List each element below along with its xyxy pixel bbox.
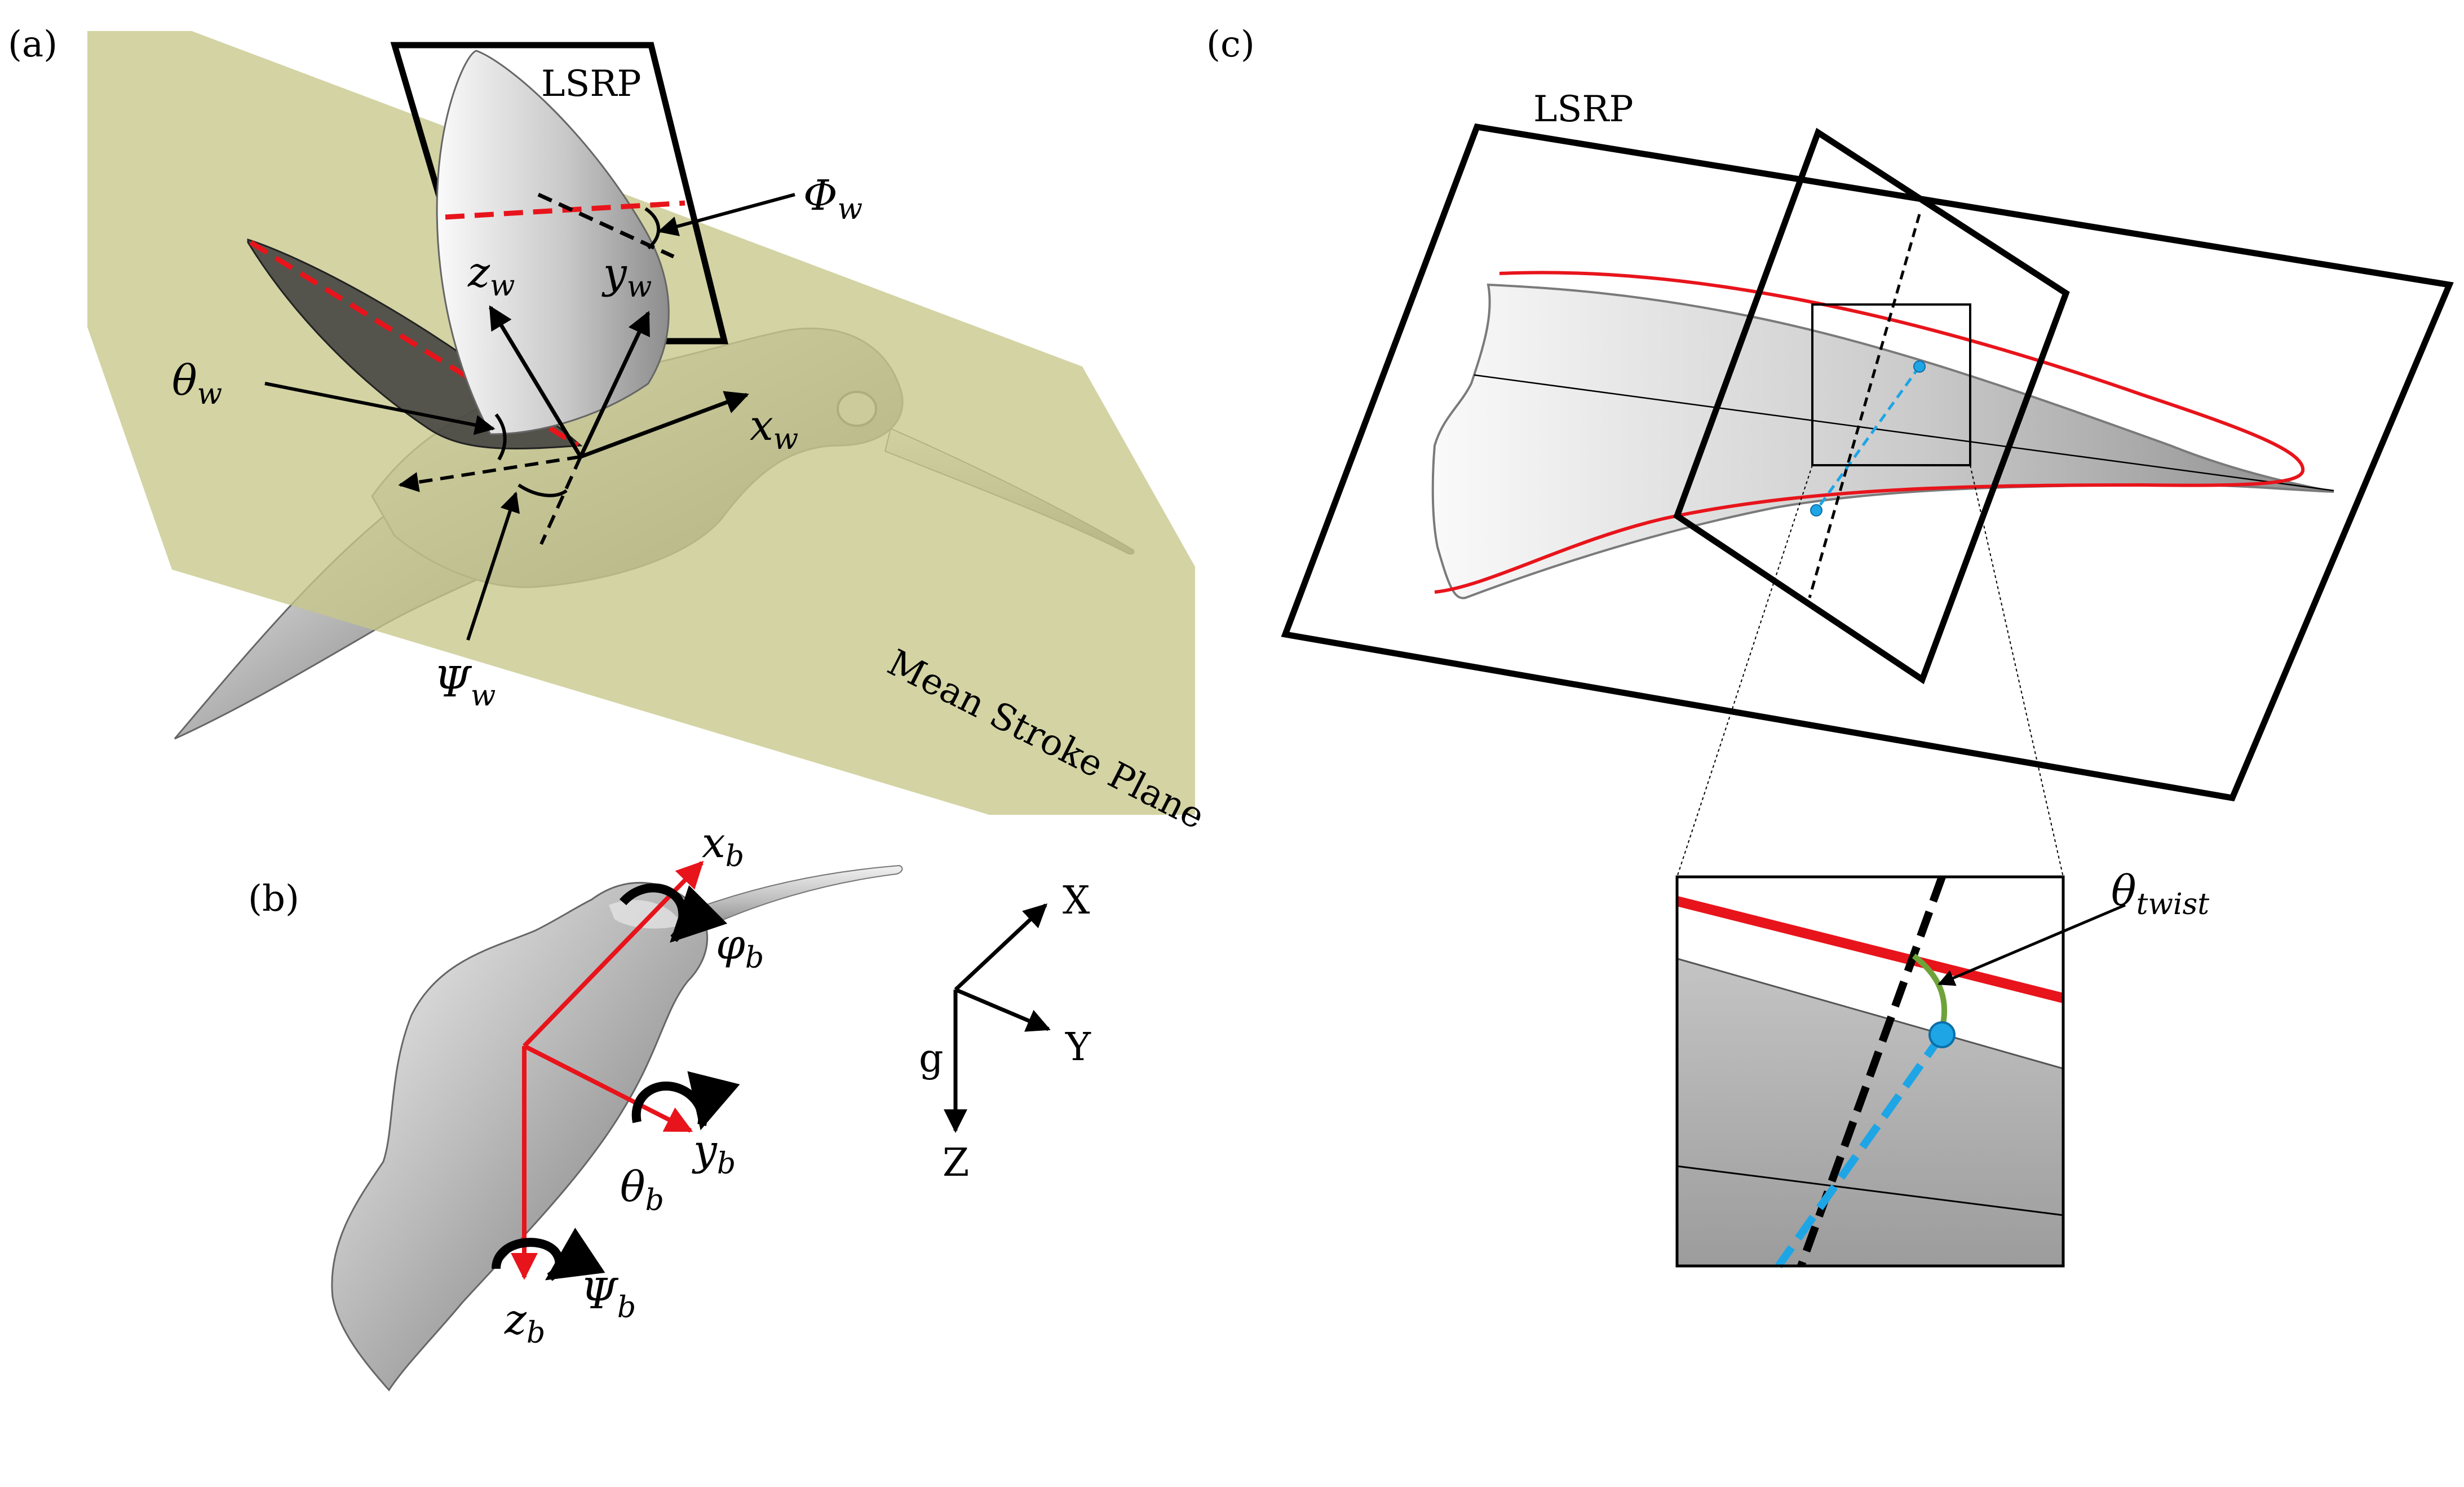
yw-axis	[578, 311, 651, 458]
global-Z-label: Z	[943, 1141, 969, 1185]
phib-label: φb	[716, 920, 764, 975]
mean-stroke-plane	[87, 31, 1195, 815]
zoom-inset	[1675, 875, 2065, 1269]
xw-axis	[579, 391, 749, 459]
theta-pointer-arrow	[264, 382, 496, 435]
gravity-label: g	[919, 1036, 944, 1081]
lsrp-frame-c	[1281, 123, 2454, 802]
global-X-label: X	[1063, 879, 1090, 923]
yb-axis	[523, 1044, 693, 1133]
vertical-reference-dashed	[539, 456, 582, 545]
right-wing-red-chord	[445, 200, 685, 220]
inset-wing-midline	[1676, 1165, 2064, 1216]
yw-label: yw	[601, 249, 652, 304]
psib-rotation-arrow	[492, 1228, 605, 1281]
inset-wing-surface	[1677, 959, 2063, 1266]
theta-arc	[494, 413, 507, 461]
bird-b-beak	[681, 864, 903, 937]
left-wing-red-chord	[249, 240, 579, 448]
inset-red-line	[1675, 896, 2065, 1003]
inset-frame	[1675, 875, 2065, 1268]
zw-axis	[489, 305, 582, 458]
psi-pointer-arrow	[466, 491, 520, 641]
blue-point-upper	[1913, 360, 1926, 373]
global-Y-label: Y	[1065, 1025, 1091, 1070]
global-X-axis	[954, 903, 1048, 991]
thetab-label: θb	[620, 1163, 664, 1217]
vertical-dashed-c	[1808, 214, 1921, 598]
xw-label: xw	[750, 401, 798, 456]
panel-a: (a) Mean Stroke Plane LSRP Φw zw yw xw	[8, 24, 1211, 838]
theta-w-label: θw	[172, 356, 222, 411]
phi-w-label: Φw	[803, 171, 862, 226]
psi-arc	[517, 483, 568, 497]
wing-c-red-outline	[1434, 271, 2305, 594]
bird-b-head-highlight	[609, 900, 682, 929]
blue-point-lower	[1810, 504, 1822, 517]
twist-pointer-arrow	[1937, 903, 2126, 986]
zoom-connector-right	[1970, 465, 2064, 877]
perpendicular-plane	[1673, 127, 2070, 685]
panel-b: (b) xb φb yb θb zb Ψb X Y Z g	[248, 819, 1091, 1392]
zoom-region-box	[1811, 303, 1971, 466]
xb-label: xb	[702, 819, 744, 873]
bird-b-body	[331, 881, 709, 1392]
stroke-reference-dashed	[398, 455, 581, 492]
yb-label: yb	[692, 1126, 736, 1181]
global-Y-axis	[954, 987, 1051, 1032]
wing-c	[1431, 283, 2334, 599]
zb-label: zb	[504, 1295, 545, 1350]
theta-twist-label: θtwist	[2111, 867, 2209, 921]
panel-a-label: (a)	[8, 24, 57, 65]
zw-label: zw	[467, 248, 515, 303]
right-wing-a	[436, 50, 670, 435]
zoom-connector-left	[1676, 465, 1813, 877]
inset-blue-dashed	[1775, 1032, 1945, 1269]
phib-rotation-arrow	[619, 883, 728, 943]
inset-blue-point	[1928, 1021, 1956, 1048]
panel-c-label: (c)	[1206, 24, 1255, 65]
panel-c: (c) LSRP θ	[1206, 24, 2454, 1269]
panel-b-label: (b)	[248, 878, 299, 920]
inset-wing-edge	[1676, 957, 2064, 1070]
twist-angle-arc	[1912, 954, 1948, 1030]
psib-label: Ψb	[581, 1270, 636, 1325]
lsrp-label-c: LSRP	[1533, 89, 1634, 130]
thetab-rotation-arrow	[631, 1071, 740, 1131]
wing-c-midline	[1474, 374, 2334, 492]
lsrp-label-a: LSRP	[541, 63, 642, 105]
phi-pointer-arrow	[657, 193, 795, 236]
blue-chord-c	[1815, 365, 1921, 511]
psi-w-label: Ψw	[434, 658, 496, 713]
